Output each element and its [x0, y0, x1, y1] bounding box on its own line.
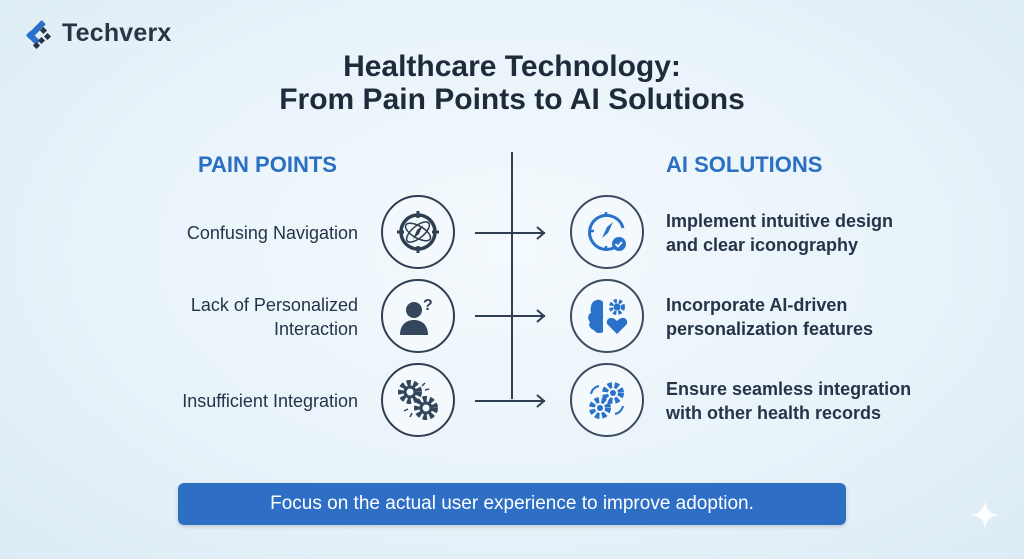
pain-point-1: Confusing Navigation [186, 223, 358, 243]
solution-1-line-2: and clear iconography [666, 235, 859, 255]
arrow-1 [475, 226, 546, 240]
sync-gears-icon [589, 382, 624, 419]
compass-confused-icon [397, 211, 439, 253]
broken-gears-icon [398, 380, 438, 420]
solution-1-line-1: Implement intuitive design [666, 211, 894, 231]
solution-icon-circle-3 [570, 363, 644, 437]
solution-icon-circle-2 [570, 279, 644, 353]
solution-3-line-1: Ensure seamless integration [666, 379, 912, 399]
pain-icon-circle-1 [381, 195, 455, 269]
pain-point-2: Lack of Personalized Interaction [191, 293, 358, 341]
brain-gear-heart-icon [588, 299, 628, 334]
solution-1: Implement intuitive design and clear ico… [666, 209, 893, 257]
solution-icon-circle-1 [570, 195, 644, 269]
solution-3: Ensure seamless integration with other h… [666, 377, 911, 425]
techverx-logo-icon [26, 20, 52, 50]
center-divider [511, 152, 513, 399]
solution-2-line-1: Incorporate AI-driven [666, 295, 848, 315]
pain-point-2-line-1: Lack of Personalized [190, 295, 358, 315]
pain-points-heading: PAIN POINTS [198, 152, 337, 177]
page-title: Healthcare Technology: From Pain Points … [0, 50, 1024, 116]
brand-name: Techverx [62, 18, 172, 47]
takeaway-banner: Focus on the actual user experience to i… [178, 483, 846, 525]
title-line-1: Healthcare Technology: [343, 50, 681, 83]
solution-2: Incorporate AI-driven personalization fe… [666, 293, 873, 341]
sparkle-icon [970, 500, 1000, 530]
solution-3-line-2: with other health records [666, 403, 882, 423]
brand-logo: Techverx [22, 16, 172, 50]
pain-icon-circle-2: ? [381, 279, 455, 353]
arrow-2 [475, 309, 546, 323]
pain-point-3: Insufficient Integration [182, 391, 358, 411]
title-line-2: From Pain Points to AI Solutions [279, 83, 745, 116]
ai-solutions-heading: AI SOLUTIONS [666, 152, 823, 177]
pain-icon-circle-3 [381, 363, 455, 437]
svg-text:?: ? [423, 297, 433, 314]
arrow-3 [475, 394, 546, 408]
person-question-icon: ? [400, 297, 433, 335]
solution-2-line-2: personalization features [666, 319, 874, 339]
pain-point-2-line-2: Interaction [273, 319, 358, 339]
compass-check-icon [588, 212, 626, 251]
